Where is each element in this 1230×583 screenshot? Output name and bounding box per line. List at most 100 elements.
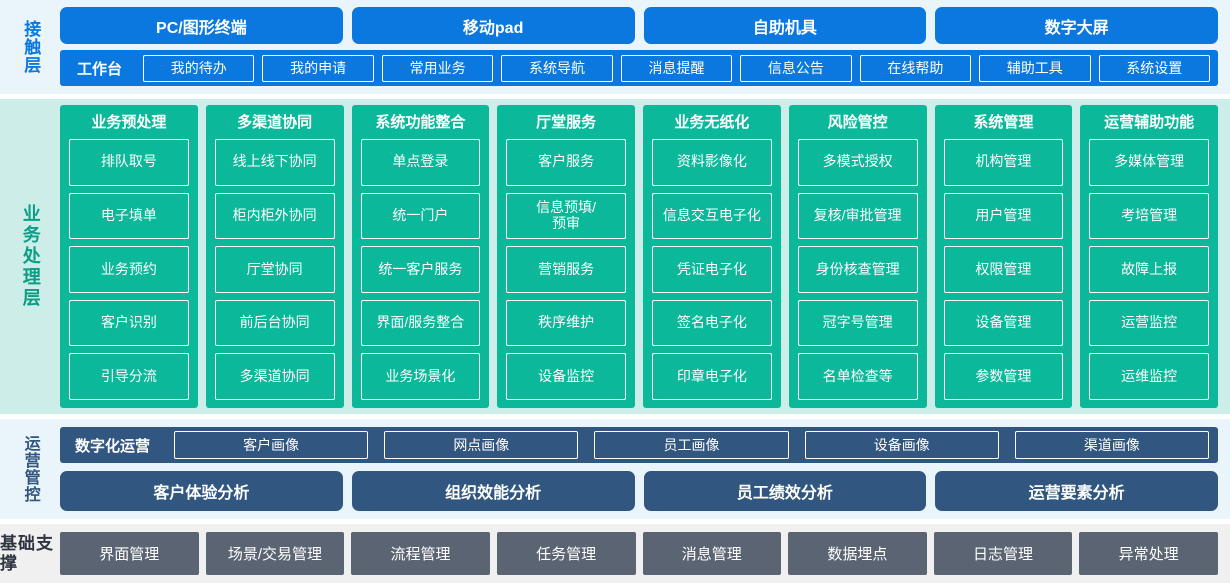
business-item[interactable]: 多模式授权: [797, 139, 918, 186]
business-column-preprocess: 业务预处理 排队取号 电子填单 业务预约 客户识别 引导分流: [60, 105, 198, 408]
workbench-item[interactable]: 常用业务: [381, 54, 494, 82]
workbench-item[interactable]: 系统设置: [1098, 54, 1210, 82]
business-item[interactable]: 排队取号: [69, 139, 189, 186]
business-column-row: 业务预处理 排队取号 电子填单 业务预约 客户识别 引导分流 多渠道协同 线上线…: [60, 105, 1218, 408]
business-item[interactable]: 复核/审批管理: [797, 192, 918, 240]
business-layer-body: 业务预处理 排队取号 电子填单 业务预约 客户识别 引导分流 多渠道协同 线上线…: [60, 105, 1218, 408]
business-item[interactable]: 单点登录: [360, 139, 481, 186]
business-item[interactable]: 前后台协同: [214, 299, 335, 347]
portrait-chip[interactable]: 员工画像: [594, 431, 789, 459]
business-item[interactable]: 机构管理: [943, 139, 1064, 186]
business-item[interactable]: 客户服务: [506, 139, 626, 186]
base-layer-body: 界面管理 场景/交易管理 流程管理 任务管理 消息管理 数据埋点 日志管理 异常…: [60, 532, 1218, 575]
business-item[interactable]: 用户管理: [943, 192, 1064, 240]
base-chip[interactable]: 数据埋点: [788, 532, 927, 575]
portrait-chip[interactable]: 网点画像: [384, 431, 579, 459]
business-item-list: 排队取号 电子填单 业务预约 客户识别 引导分流: [69, 139, 189, 400]
business-column-title: 厅堂服务: [536, 114, 597, 131]
analysis-chip[interactable]: 运营要素分析: [935, 471, 1218, 511]
business-item-list: 机构管理 用户管理 权限管理 设备管理 参数管理: [943, 139, 1064, 400]
business-item[interactable]: 身份核查管理: [797, 246, 918, 293]
business-item[interactable]: 多媒体管理: [1089, 139, 1209, 186]
business-item[interactable]: 印章电子化: [652, 353, 772, 400]
business-item[interactable]: 信息预填/ 预审: [506, 192, 626, 240]
operations-layer-body: 数字化运营 客户画像 网点画像 员工画像 设备画像 渠道画像 客户体验分析 组织…: [60, 427, 1218, 511]
analysis-chip[interactable]: 客户体验分析: [60, 471, 343, 511]
workbench-item[interactable]: 在线帮助: [859, 54, 972, 82]
business-column-lobby-service: 厅堂服务 客户服务 信息预填/ 预审 营销服务 秩序维护 设备监控: [497, 105, 635, 408]
operations-layer: 运营管控 数字化运营 客户画像 网点画像 员工画像 设备画像 渠道画像 客户体验…: [0, 419, 1230, 519]
business-column-title: 多渠道协同: [237, 114, 313, 131]
business-item[interactable]: 名单检查等: [797, 353, 918, 400]
business-item[interactable]: 设备管理: [943, 299, 1064, 347]
contact-layer: 接触层 PC/图形终端 移动pad 自助机具 数字大屏 工作台 我的待办 我的申…: [0, 0, 1230, 94]
business-item[interactable]: 客户识别: [69, 299, 189, 347]
business-column-multichannel: 多渠道协同 线上线下协同 柜内柜外协同 厅堂协同 前后台协同 多渠道协同: [205, 105, 344, 408]
business-layer: 业务处理层 业务预处理 排队取号 电子填单 业务预约 客户识别 引导分流 多渠道…: [0, 99, 1230, 414]
workbench-item[interactable]: 我的申请: [262, 54, 374, 82]
workbench-label: 工作台: [77, 60, 123, 78]
terminal-chip[interactable]: 移动pad: [351, 7, 635, 45]
base-chip[interactable]: 异常处理: [1079, 532, 1218, 575]
base-chip[interactable]: 流程管理: [351, 532, 490, 575]
business-item[interactable]: 统一客户服务: [360, 246, 481, 293]
digital-operations-label: 数字化运营: [75, 437, 151, 455]
business-layer-label: 业务处理层: [20, 204, 41, 309]
base-chip[interactable]: 场景/交易管理: [205, 532, 345, 575]
business-item[interactable]: 业务预约: [69, 246, 189, 293]
analysis-chip[interactable]: 组织效能分析: [351, 471, 635, 511]
business-item[interactable]: 考培管理: [1089, 192, 1209, 240]
contact-layer-label: 接触层: [21, 19, 41, 74]
business-item[interactable]: 冠字号管理: [797, 299, 918, 347]
business-item[interactable]: 权限管理: [943, 246, 1064, 293]
business-column-risk-control: 风险管控 多模式授权 复核/审批管理 身份核查管理 冠字号管理 名单检查等: [788, 105, 927, 408]
business-item[interactable]: 厅堂协同: [214, 246, 335, 293]
digital-operations-row: 数字化运营 客户画像 网点画像 员工画像 设备画像 渠道画像: [60, 427, 1218, 463]
workbench-item[interactable]: 辅助工具: [979, 54, 1091, 82]
business-item[interactable]: 电子填单: [69, 192, 189, 240]
business-item[interactable]: 签名电子化: [652, 299, 772, 347]
portrait-chip[interactable]: 渠道画像: [1014, 431, 1210, 459]
analysis-chip[interactable]: 员工绩效分析: [643, 471, 927, 511]
portrait-chip[interactable]: 客户画像: [174, 431, 369, 459]
business-item[interactable]: 设备监控: [506, 353, 626, 400]
business-item[interactable]: 秩序维护: [506, 299, 626, 347]
business-item[interactable]: 参数管理: [943, 353, 1064, 400]
business-column-title: 业务无纸化: [674, 114, 750, 131]
terminal-chip[interactable]: PC/图形终端: [60, 7, 343, 45]
business-item[interactable]: 营销服务: [506, 246, 626, 293]
business-item[interactable]: 运营监控: [1089, 299, 1209, 347]
workbench-item[interactable]: 我的待办: [143, 54, 255, 82]
workbench-item[interactable]: 信息公告: [740, 54, 852, 82]
workbench-item[interactable]: 系统导航: [501, 54, 613, 82]
terminal-chip[interactable]: 数字大屏: [935, 7, 1218, 45]
workbench-item[interactable]: 消息提醒: [620, 54, 733, 82]
business-item[interactable]: 线上线下协同: [214, 139, 335, 186]
contact-layer-body: PC/图形终端 移动pad 自助机具 数字大屏 工作台 我的待办 我的申请 常用…: [60, 7, 1218, 86]
business-item[interactable]: 引导分流: [69, 353, 189, 400]
business-item[interactable]: 凭证电子化: [652, 246, 772, 293]
business-column-title: 业务预处理: [91, 114, 167, 131]
business-item-list: 客户服务 信息预填/ 预审 营销服务 秩序维护 设备监控: [506, 139, 626, 400]
base-chip[interactable]: 任务管理: [496, 532, 636, 575]
business-column-system-management: 系统管理 机构管理 用户管理 权限管理 设备管理 参数管理: [934, 105, 1073, 408]
business-item[interactable]: 运维监控: [1089, 353, 1209, 400]
business-item[interactable]: 统一门户: [360, 192, 481, 240]
business-item[interactable]: 界面/服务整合: [360, 299, 481, 347]
business-item[interactable]: 多渠道协同: [214, 353, 335, 400]
business-item[interactable]: 资料影像化: [652, 139, 772, 186]
terminal-chip[interactable]: 自助机具: [643, 7, 927, 45]
terminal-chip-row: PC/图形终端 移动pad 自助机具 数字大屏: [60, 7, 1218, 45]
business-item-list: 资料影像化 信息交互电子化 凭证电子化 签名电子化 印章电子化: [652, 139, 772, 400]
base-chip[interactable]: 消息管理: [642, 532, 782, 575]
business-item[interactable]: 业务场景化: [360, 353, 481, 400]
business-item[interactable]: 柜内柜外协同: [214, 192, 335, 240]
base-layer: 基础支撑 界面管理 场景/交易管理 流程管理 任务管理 消息管理 数据埋点 日志…: [0, 524, 1230, 583]
business-column-title: 系统功能整合: [375, 114, 466, 131]
portrait-chip[interactable]: 设备画像: [804, 431, 999, 459]
base-chip[interactable]: 界面管理: [60, 532, 199, 575]
business-item[interactable]: 信息交互电子化: [652, 192, 772, 240]
base-chip[interactable]: 日志管理: [933, 532, 1073, 575]
business-column-title: 系统管理: [973, 114, 1034, 131]
business-item[interactable]: 故障上报: [1089, 246, 1209, 293]
